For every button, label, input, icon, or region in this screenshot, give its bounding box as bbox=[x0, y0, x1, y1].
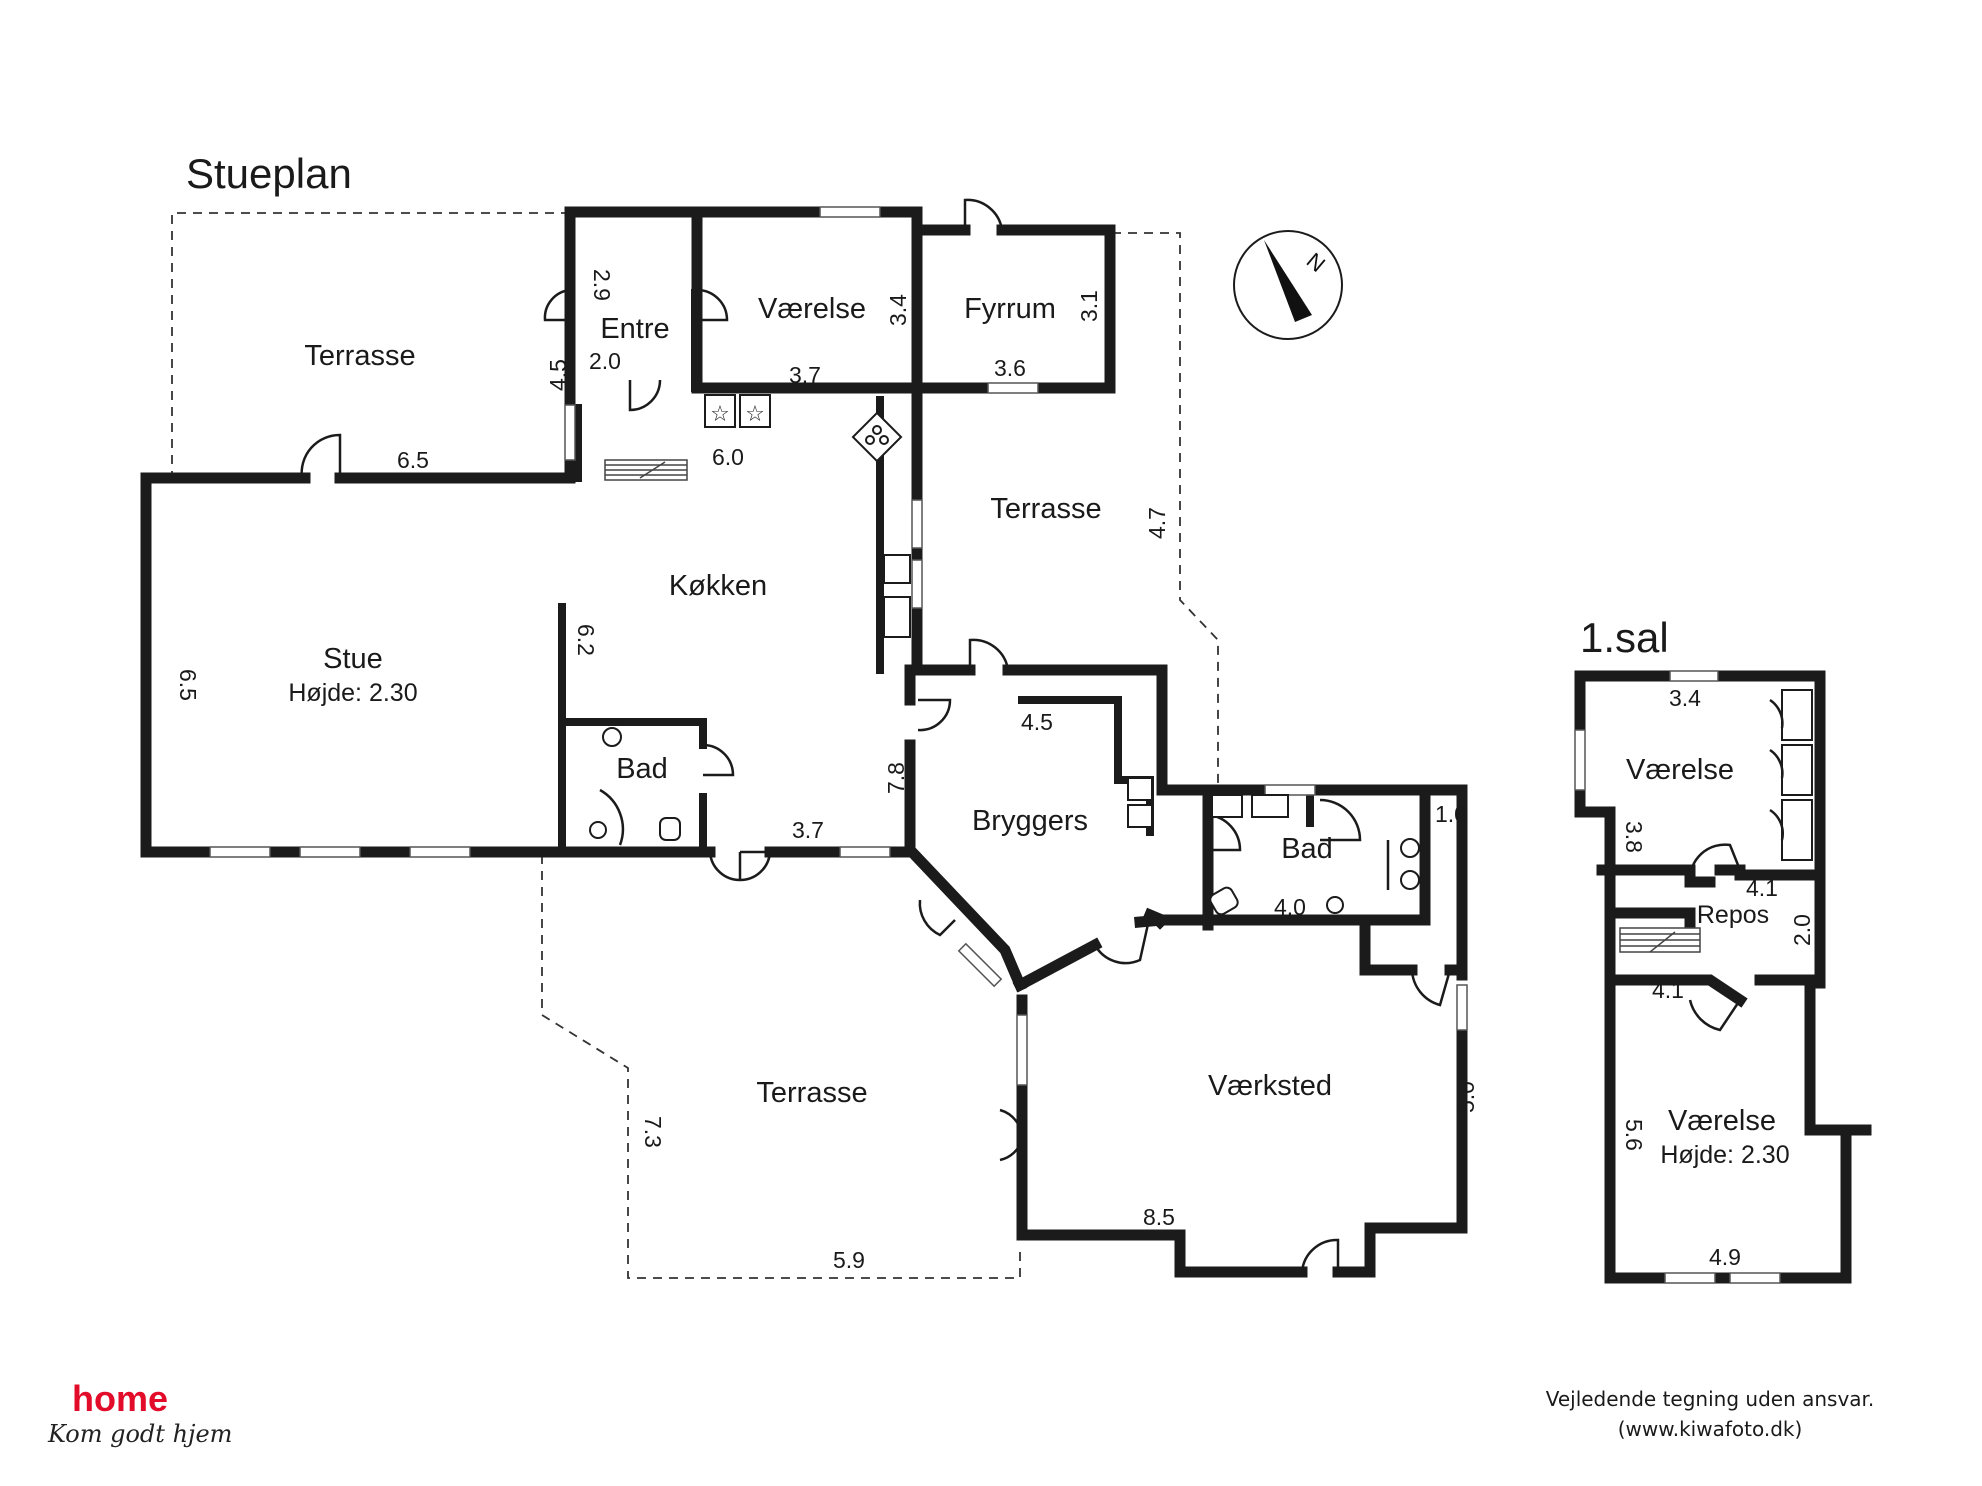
terrace-outlines bbox=[171, 212, 1219, 1279]
dim-up-vaerelse1-h: 3.8 bbox=[1621, 821, 1647, 853]
windows bbox=[209, 206, 1468, 1086]
dim-terrasse-s-side: 7.3 bbox=[640, 1116, 666, 1148]
doors bbox=[300, 198, 1452, 1273]
room-labels: Terrasse Entre Værelse Fyrrum Terrasse K… bbox=[288, 293, 1789, 1169]
room-vaerelse-up2: Værelse bbox=[1668, 1105, 1776, 1137]
room-repos: Repos bbox=[1697, 901, 1769, 929]
room-bryggers: Bryggers bbox=[972, 805, 1088, 837]
room-stue: Stue bbox=[323, 643, 383, 675]
room-vaerelse-up2-height: Højde: 2.30 bbox=[1660, 1141, 1789, 1169]
dim-repos-h: 2.0 bbox=[1789, 914, 1815, 946]
room-entre: Entre bbox=[600, 313, 669, 345]
dim-vaerelse-h: 3.4 bbox=[885, 294, 911, 326]
dim-entre-h: 2.9 bbox=[589, 269, 615, 301]
dim-up-vaerelse1-w: 3.4 bbox=[1669, 685, 1701, 711]
room-bad-east: Bad bbox=[1281, 833, 1333, 865]
room-terrasse-s: Terrasse bbox=[756, 1077, 867, 1109]
dim-entre-side: 4.5 bbox=[545, 359, 571, 391]
dim-terrasse-s-bottom: 5.9 bbox=[833, 1247, 865, 1273]
dim-entre-w: 2.0 bbox=[589, 348, 621, 374]
dim-fyrrum-h: 3.1 bbox=[1076, 290, 1102, 322]
room-vaerelse-up1: Værelse bbox=[1626, 754, 1734, 786]
dim-stue-top: 6.5 bbox=[397, 447, 429, 473]
brand-logo-word: home bbox=[72, 1378, 169, 1419]
dim-vaerelse-w: 3.7 bbox=[789, 362, 821, 388]
dim-fyrrum-w: 3.6 bbox=[994, 355, 1026, 381]
room-stue-height: Højde: 2.30 bbox=[288, 679, 417, 707]
dim-stue-side: 6.5 bbox=[175, 669, 201, 701]
compass: N bbox=[1233, 230, 1343, 340]
dim-bryggers-side: 7.8 bbox=[883, 762, 909, 794]
dim-vaerksted-side: 5.0 bbox=[1453, 1081, 1479, 1113]
disclaimer-line1: Vejledende tegning uden ansvar. bbox=[1545, 1387, 1875, 1411]
room-terrasse-e: Terrasse bbox=[990, 493, 1101, 525]
dim-bad-east-w: 4.0 bbox=[1274, 894, 1306, 920]
ground-floor-title: Stueplan bbox=[186, 150, 352, 197]
dim-bottom-mid: 3.7 bbox=[792, 817, 824, 843]
disclaimer-line2: (www.kiwafoto.dk) bbox=[1617, 1417, 1803, 1441]
svg-text:☆: ☆ bbox=[745, 401, 765, 426]
brand-tagline: Kom godt hjem bbox=[48, 1420, 233, 1448]
disclaimer: Vejledende tegning uden ansvar. (www.kiw… bbox=[1500, 1384, 1920, 1444]
room-terrasse-nw: Terrasse bbox=[304, 340, 415, 372]
dim-koekken-top: 6.0 bbox=[712, 444, 744, 470]
stairs-ground bbox=[604, 459, 688, 481]
room-vaerksted: Værksted bbox=[1208, 1070, 1332, 1102]
upper-floor-title: 1.sal bbox=[1580, 614, 1669, 661]
dim-terrasse-e-side: 4.7 bbox=[1144, 507, 1170, 539]
fixtures: ☆ ☆ bbox=[589, 394, 1420, 916]
dim-repos-w2: 4.1 bbox=[1652, 977, 1684, 1003]
room-fyrrum: Fyrrum bbox=[964, 293, 1056, 325]
dim-vaerksted-bottom: 8.5 bbox=[1143, 1204, 1175, 1230]
dimension-labels: 2.9 2.0 4.5 3.4 3.7 3.1 3.6 6.5 6.5 6.0 … bbox=[175, 269, 1815, 1273]
room-bad-ground: Bad bbox=[616, 753, 668, 785]
dim-bad-east-small: 1.0 bbox=[1435, 801, 1467, 827]
dim-up-vaerelse2-w: 4.9 bbox=[1709, 1244, 1741, 1270]
dim-repos-w1: 4.1 bbox=[1746, 875, 1778, 901]
room-koekken: Køkken bbox=[669, 570, 767, 602]
upper-floor-details bbox=[1574, 670, 1813, 1284]
dim-up-vaerelse2-h: 5.6 bbox=[1621, 1119, 1647, 1151]
dim-bryggers-top: 4.5 bbox=[1021, 709, 1053, 735]
upper-floor-walls bbox=[1574, 670, 1872, 1284]
room-vaerelse-n: Værelse bbox=[758, 293, 866, 325]
dim-koekken-side: 6.2 bbox=[573, 624, 599, 656]
svg-text:☆: ☆ bbox=[710, 401, 730, 426]
